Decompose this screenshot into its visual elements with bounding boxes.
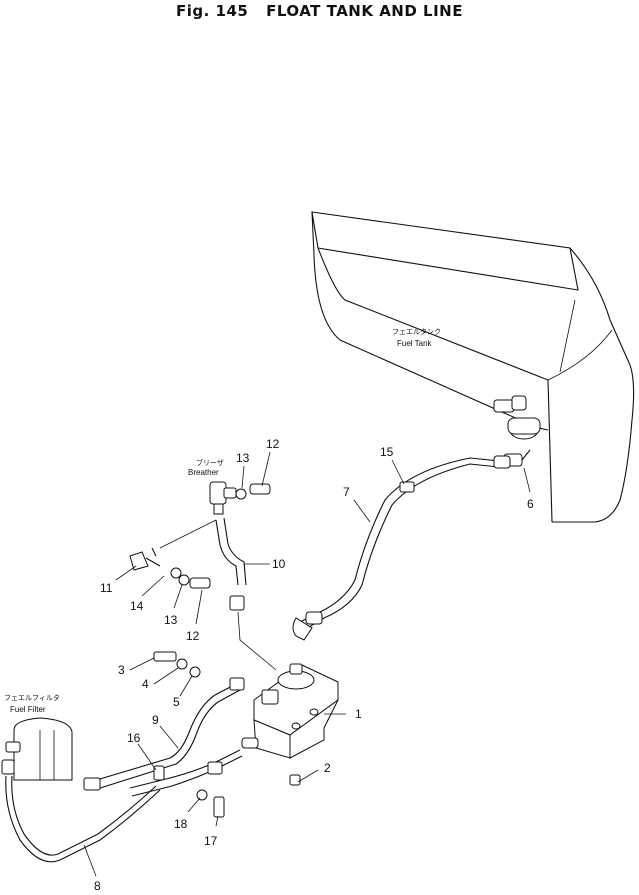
callout-8: 8 xyxy=(94,879,101,893)
callout-13-top: 13 xyxy=(236,451,250,465)
callout-1: 1 xyxy=(355,707,362,721)
breather-jp-label: ブリーザ xyxy=(196,458,224,467)
callout-7: 7 xyxy=(343,485,350,499)
figure-name: FLOAT TANK AND LINE xyxy=(266,2,463,20)
callout-4: 4 xyxy=(142,677,149,691)
float-tank xyxy=(241,663,339,786)
fuel-tank-en-label: Fuel Tank xyxy=(397,339,433,348)
callout-6: 6 xyxy=(527,497,534,511)
callouts: 1 2 3 4 5 6 7 8 9 10 11 12 12 13 13 14 1 xyxy=(83,437,534,893)
callout-11: 11 xyxy=(100,581,113,595)
breather-en-label: Breather xyxy=(188,468,219,477)
fuel-tank-jp-label: フェエルタンク xyxy=(392,327,441,336)
callout-12-top: 12 xyxy=(266,437,280,451)
callout-9: 9 xyxy=(152,713,159,727)
callout-16: 16 xyxy=(127,731,141,745)
breather-assembly: ブリーザ Breather xyxy=(129,458,277,671)
fuel-filter-en-label: Fuel Filter xyxy=(10,705,46,714)
fuel-tank: フェエルタンク Fuel Tank xyxy=(311,211,635,523)
fuel-filter: フェエルフィルタ Fuel Filter xyxy=(1,693,161,863)
figure-title: Fig. 145 FLOAT TANK AND LINE xyxy=(0,2,639,20)
callout-15: 15 xyxy=(380,445,394,459)
callout-12-bottom: 12 xyxy=(186,629,200,643)
callout-5: 5 xyxy=(173,695,180,709)
hose-7 xyxy=(292,455,511,641)
fuel-filter-jp-label: フェエルフィルタ xyxy=(4,693,60,702)
callout-10: 10 xyxy=(272,557,286,571)
bolts xyxy=(153,651,225,818)
figure-number: Fig. 145 xyxy=(176,2,249,20)
callout-13-bottom: 13 xyxy=(164,613,178,627)
callout-2: 2 xyxy=(324,761,331,775)
hose-9 xyxy=(83,677,245,797)
callout-17: 17 xyxy=(204,834,218,848)
callout-3: 3 xyxy=(118,663,125,677)
callout-14: 14 xyxy=(130,599,144,613)
callout-18: 18 xyxy=(174,817,188,831)
